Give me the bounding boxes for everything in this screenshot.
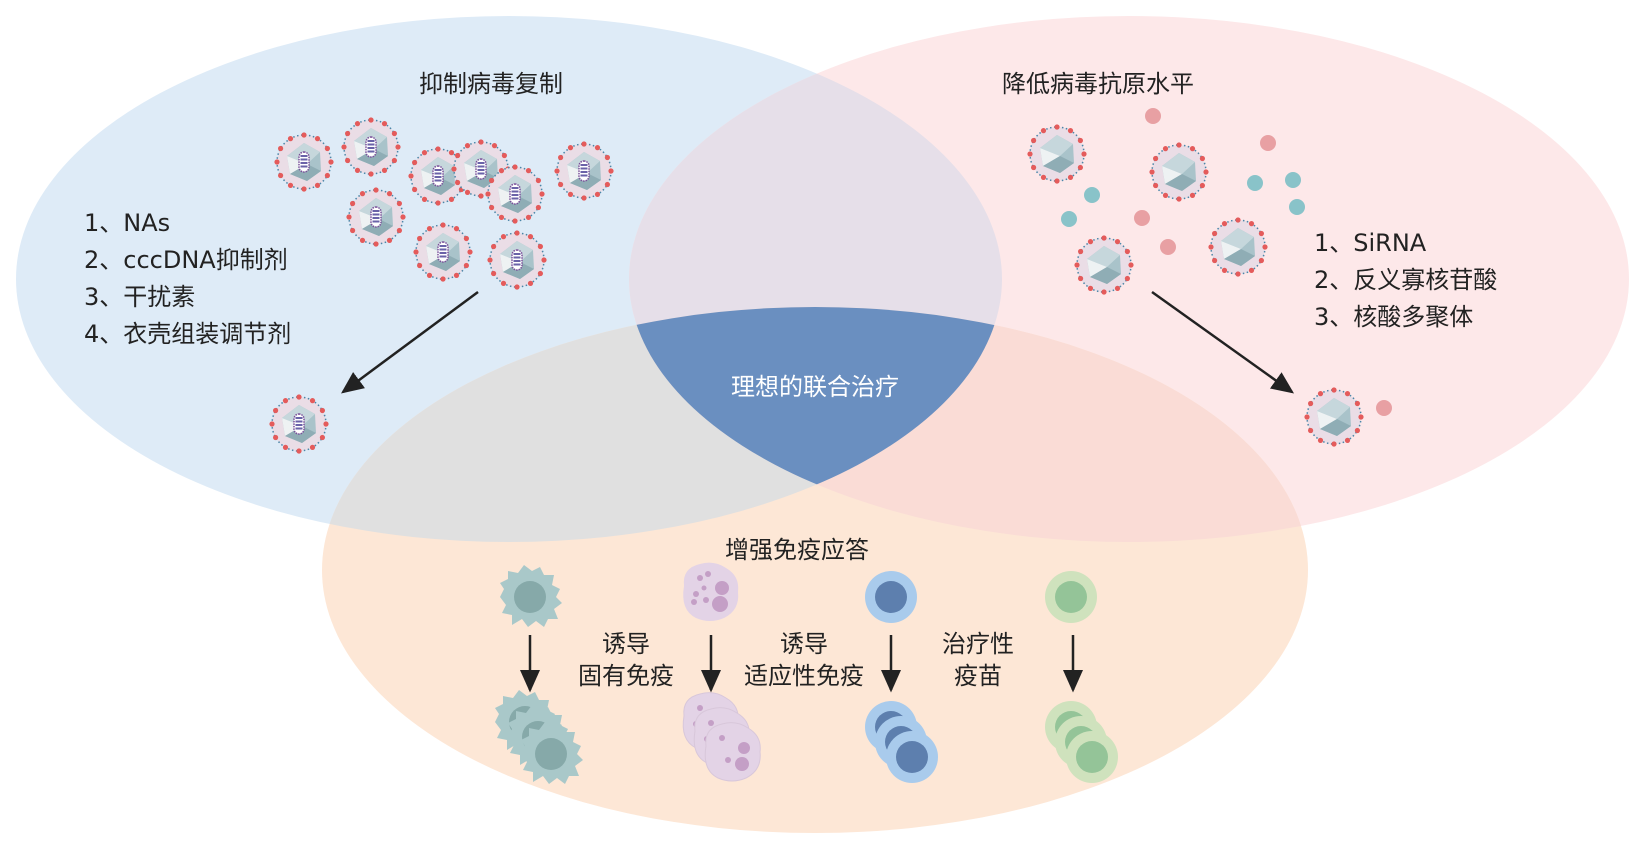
adaptive-immunity-label: 诱导 适应性免疫 <box>744 628 864 692</box>
list-item: 1、NAs <box>84 209 171 237</box>
label-line: 适应性免疫 <box>744 662 864 690</box>
antigen-particle-icon <box>1134 210 1150 226</box>
label-line: 治疗性 <box>942 630 1014 658</box>
b-lymphocyte-expanded-icon <box>865 701 938 783</box>
granulocyte-expanded-icon <box>682 692 761 782</box>
antigen-particles <box>1061 108 1392 416</box>
list-item: 3、核酸多聚体 <box>1314 303 1474 331</box>
list-item: 4、衣壳组装调节剂 <box>84 320 292 348</box>
innate-immunity-label: 诱导 固有免疫 <box>578 628 674 692</box>
antigen-particle-icon <box>1285 172 1301 188</box>
therapeutic-vaccine-label: 治疗性 疫苗 <box>942 628 1014 692</box>
list-item: 2、cccDNA抑制剂 <box>84 246 288 274</box>
antigen-particle-icon <box>1145 108 1161 124</box>
label-line: 诱导 <box>602 630 650 658</box>
overlap-pink-orange <box>629 307 1308 542</box>
list-item: 3、干扰素 <box>84 283 196 311</box>
antigen-particle-icon <box>1247 175 1263 191</box>
antigen-particle-icon <box>1084 187 1100 203</box>
reduce-antigen-list: 1、SiRNA 2、反义寡核苷酸 3、核酸多聚体 <box>1314 225 1497 336</box>
list-item: 1、SiRNA <box>1314 229 1427 257</box>
label-line: 诱导 <box>780 630 828 658</box>
dendritic-cell-expanded-icon <box>495 690 583 784</box>
antigen-particle-icon <box>1061 211 1077 227</box>
overlap-blue-orange <box>322 307 1002 542</box>
suppress-replication-title: 抑制病毒复制 <box>419 70 563 98</box>
immune-cells <box>495 562 1118 784</box>
b-lymphocyte-icon <box>865 571 917 623</box>
t-lymphocyte-expanded-icon <box>1045 701 1118 783</box>
granulocyte-icon <box>683 562 739 621</box>
dendritic-cell-icon <box>500 565 562 627</box>
t-lymphocyte-icon <box>1045 571 1097 623</box>
label-line: 疫苗 <box>954 662 1002 690</box>
suppress-replication-list: 1、NAs 2、cccDNA抑制剂 3、干扰素 4、衣壳组装调节剂 <box>84 205 291 353</box>
list-item: 2、反义寡核苷酸 <box>1314 266 1498 294</box>
reduce-antigen-title: 降低病毒抗原水平 <box>1002 70 1194 98</box>
antigen-particle-icon <box>1289 199 1305 215</box>
antigen-particle-icon <box>1260 135 1276 151</box>
ideal-combination-therapy-label: 理想的联合治疗 <box>731 373 899 401</box>
arrow-icon-left <box>340 290 479 394</box>
antigen-particle-icon <box>1376 400 1392 416</box>
label-line: 固有免疫 <box>578 662 674 690</box>
immune-response-title: 增强免疫应答 <box>725 536 869 564</box>
antigen-particle-icon <box>1160 239 1176 255</box>
arrow-icon-right <box>1151 290 1295 394</box>
